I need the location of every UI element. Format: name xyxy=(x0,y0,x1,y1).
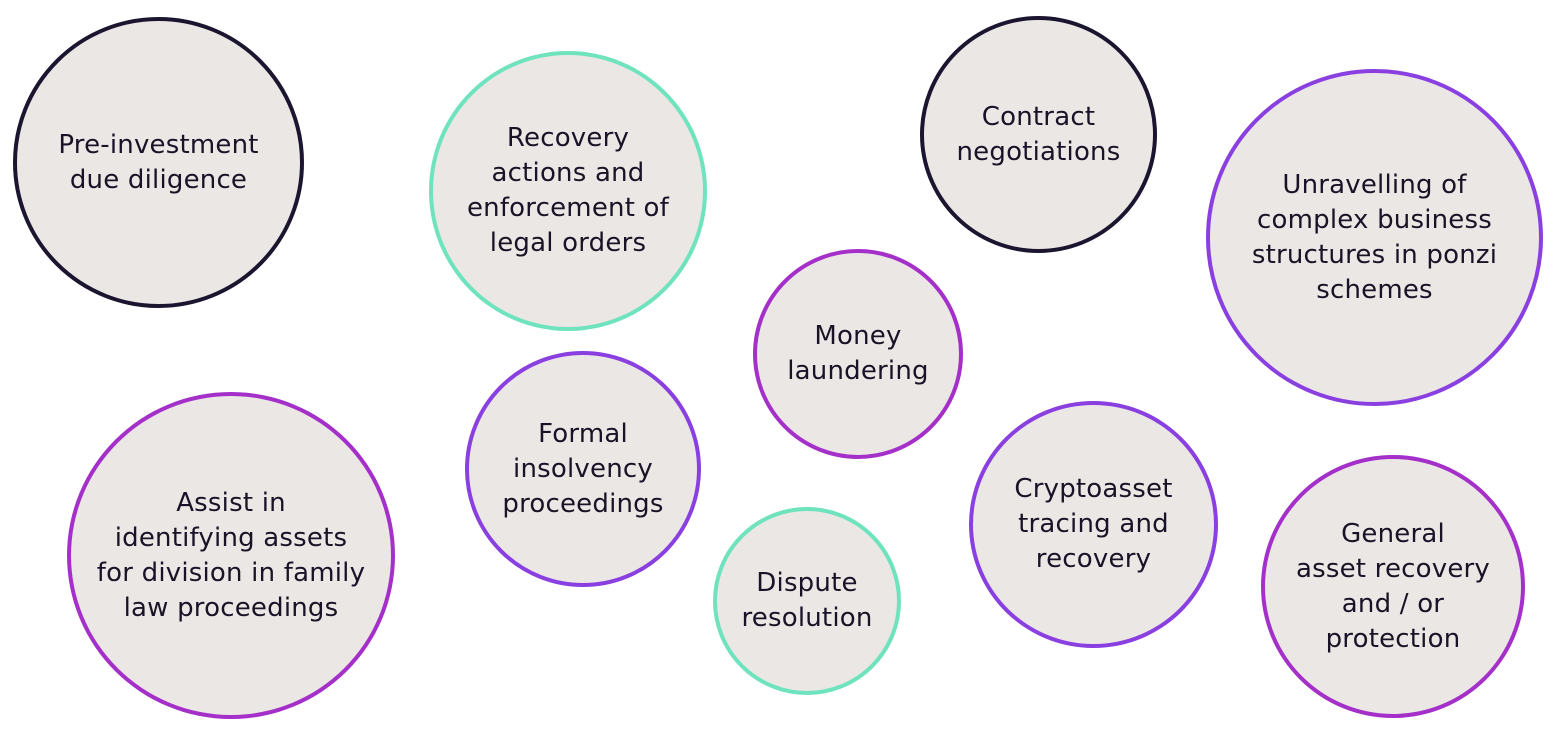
bubble-label: Cryptoasset tracing and recovery xyxy=(1014,474,1173,574)
bubble-money-laundering: Money laundering xyxy=(753,249,963,459)
bubble-dispute-resolution: Dispute resolution xyxy=(713,507,901,695)
bubble-label: General asset recovery and / or protecti… xyxy=(1295,518,1491,654)
bubble-label: Dispute resolution xyxy=(741,568,873,633)
bubble-formal-insolvency: Formal insolvency proceedings xyxy=(465,351,701,587)
bubble-cryptoasset-tracing: Cryptoasset tracing and recovery xyxy=(969,401,1218,648)
bubble-pre-investment-due-diligence: Pre-investment due diligence xyxy=(13,17,304,308)
bubble-family-law-assets: Assist in identifying assets for divisio… xyxy=(67,392,395,719)
bubble-contract-negotiations: Contract negotiations xyxy=(920,16,1157,253)
bubble-label: Formal insolvency proceedings xyxy=(502,418,664,519)
bubble-label: Assist in identifying assets for divisio… xyxy=(96,487,366,623)
bubble-ponzi-schemes: Unravelling of complex business structur… xyxy=(1206,69,1543,406)
bubble-general-asset-recovery: General asset recovery and / or protecti… xyxy=(1261,455,1525,718)
bubble-label: Pre-investment due diligence xyxy=(58,129,259,195)
bubble-label: Unravelling of complex business structur… xyxy=(1251,169,1498,305)
bubble-label: Money laundering xyxy=(787,321,929,386)
bubble-label: Recovery actions and enforcement of lega… xyxy=(466,123,670,258)
bubble-recovery-actions: Recovery actions and enforcement of lega… xyxy=(429,51,707,331)
bubble-label: Contract negotiations xyxy=(956,101,1121,167)
